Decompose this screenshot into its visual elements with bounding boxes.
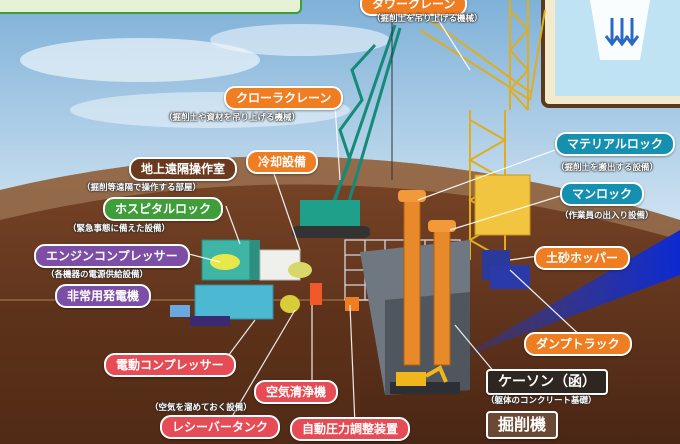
generator: [190, 316, 230, 326]
tank: [210, 254, 240, 270]
generator-unit: [170, 305, 190, 317]
inset-shape: [590, 0, 650, 60]
label-material-lock: マテリアルロック: [555, 132, 675, 156]
building-side: [250, 240, 260, 280]
leader-lines: [184, 17, 586, 426]
label-caisson: ケーソン（函）: [486, 369, 608, 395]
cloud: [20, 38, 260, 82]
cooling-tank: [288, 262, 312, 278]
crane-body: [474, 174, 531, 236]
label-engine-compressor: エンジンコンプレッサー: [34, 244, 190, 268]
label-auto-pressure-device: 自動圧力調整装置: [290, 417, 411, 441]
excavator-machine: [396, 365, 448, 386]
note-receiver-tank: （空気を溜めておく設備）: [150, 403, 252, 413]
air-tank: [280, 295, 300, 313]
label-soil-hopper: 土砂ホッパー: [534, 246, 631, 270]
label-crawler-crane: クローラクレーン: [224, 86, 344, 110]
label-dump-truck: ダンプトラック: [524, 332, 632, 356]
tower-crane: [419, 0, 546, 261]
compressor-building: [194, 284, 274, 320]
label-electric-compressor: 電動コンプレッサー: [104, 353, 236, 377]
note-material-lock: （掘削土を搬出する設備）: [556, 163, 659, 173]
dump-truck-body: [490, 265, 530, 289]
label-ground-control-room: 地上遠隔操作室: [129, 157, 238, 181]
note-crawler-crane: （掘削土や資材を吊り上げる機械）: [164, 113, 301, 123]
note-tower-crane: （掘削土を吊り上げる機械）: [372, 14, 483, 24]
label-tower-crane: タワークレーン: [360, 0, 468, 16]
orange-unit: [310, 283, 322, 305]
label-man-lock: マンロック: [560, 182, 645, 206]
crane-cab: [300, 200, 360, 228]
label-cooling-equipment: 冷却設備: [246, 150, 319, 174]
crane-tracks: [292, 226, 370, 238]
cloud: [210, 24, 390, 56]
note-caisson: （躯体のコンクリート基礎）: [486, 396, 597, 406]
pressure-unit: [345, 297, 359, 311]
label-receiver-tank: レシーバータンク: [160, 415, 280, 439]
note-engine-compressor: （各機器の電源供給設備）: [46, 270, 149, 280]
note-hospital-lock: （緊急事態に備えた設備）: [68, 224, 171, 234]
label-air-cleaner: 空気清浄機: [254, 380, 339, 404]
label-excavator: 掘削機: [486, 411, 559, 439]
note-ground-control-room: （掘削等遠隔で操作する部屋）: [82, 183, 202, 193]
inset-arrows-icon: [604, 18, 640, 47]
label-emergency-generator: 非常用発電機: [55, 284, 152, 308]
header-bar: [0, 0, 302, 14]
label-hospital-lock: ホスピタルロック: [103, 197, 224, 221]
crawler-crane: [328, 24, 402, 216]
note-man-lock: （作業員の出入り設備）: [560, 211, 654, 221]
